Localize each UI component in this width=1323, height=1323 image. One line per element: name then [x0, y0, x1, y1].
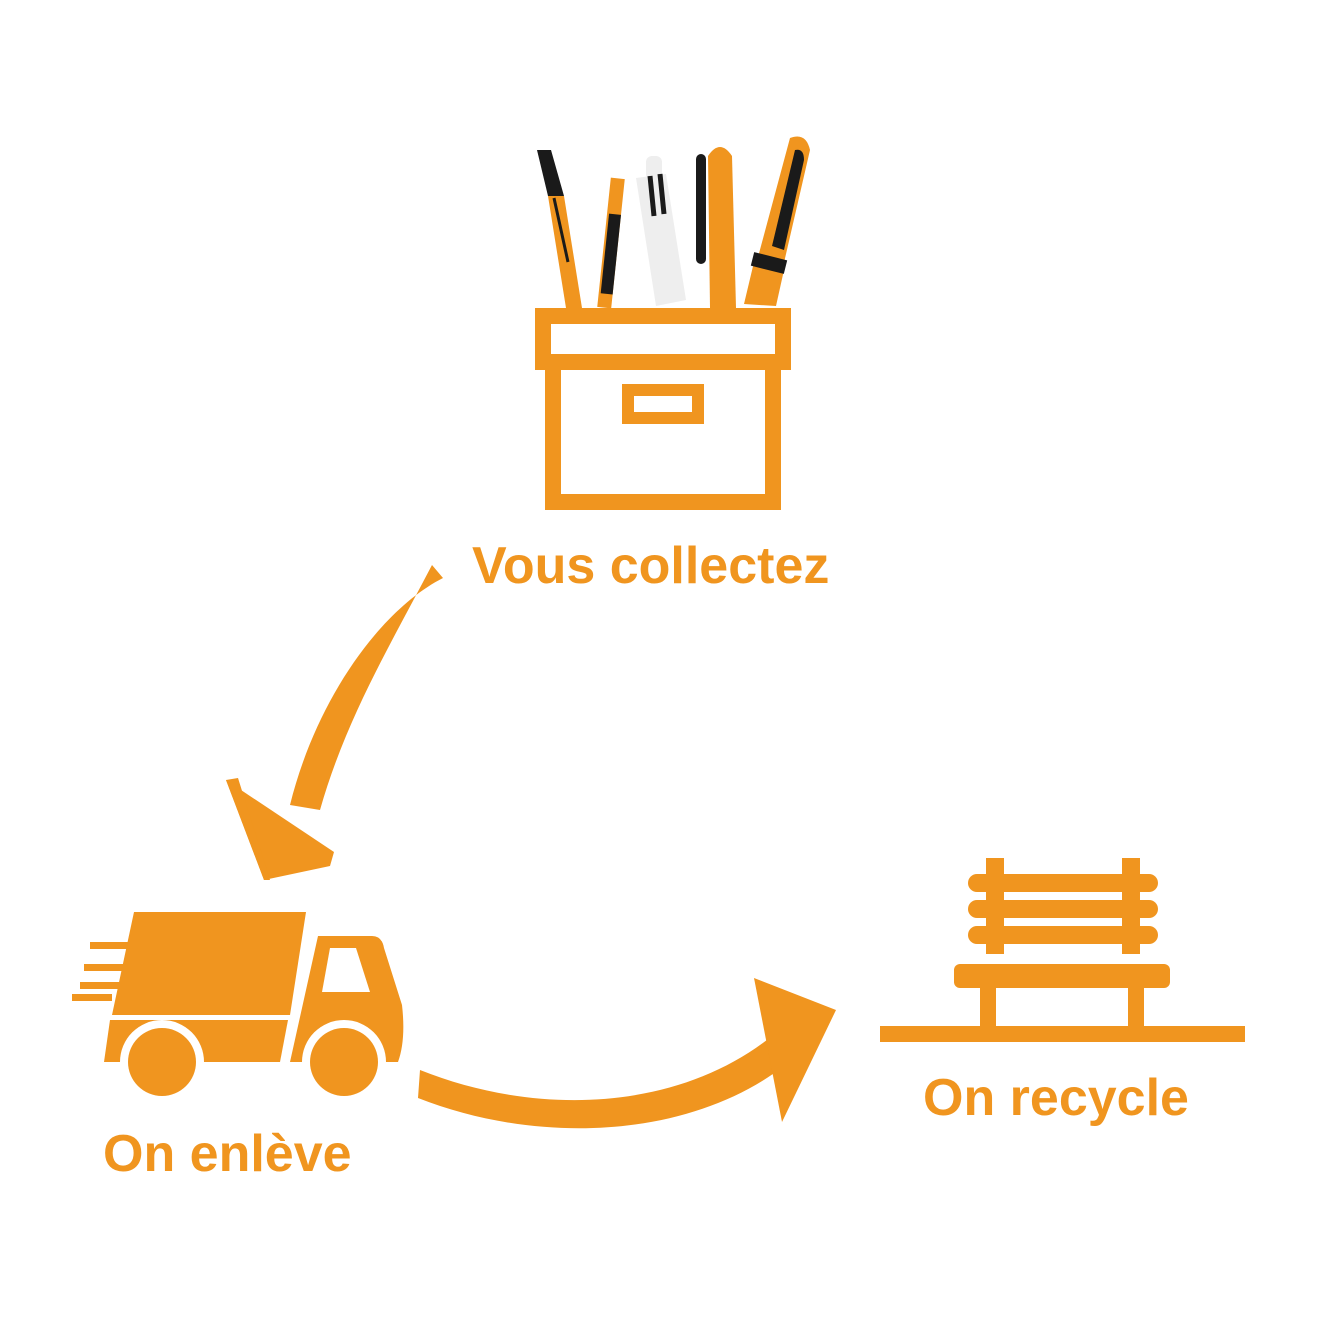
delivery-truck-icon: [72, 912, 404, 1104]
curved-arrow-right-icon: [418, 978, 836, 1129]
park-bench-icon: [880, 858, 1245, 1042]
step-collect-label: Vous collectez: [472, 537, 830, 595]
pens-icon: [537, 136, 810, 309]
pen-holder-box-icon: [535, 136, 810, 510]
step-recycle-label: On recycle: [923, 1069, 1189, 1127]
step-remove-label: On enlève: [103, 1125, 352, 1183]
curved-arrow-down-icon: [226, 565, 443, 880]
